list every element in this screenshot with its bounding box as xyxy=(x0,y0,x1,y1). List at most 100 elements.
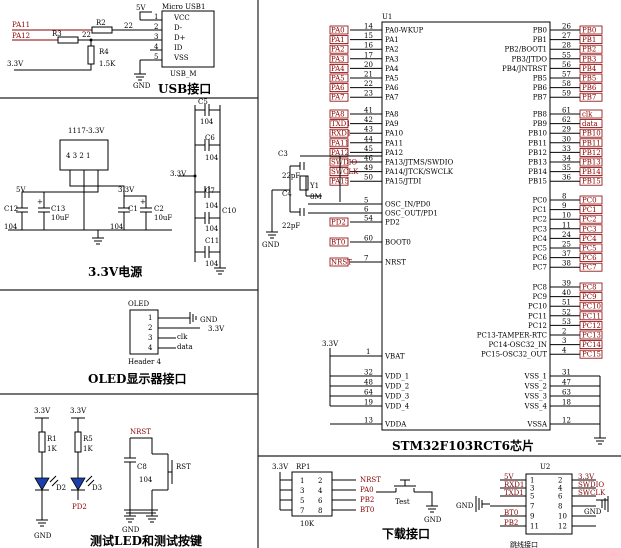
led-net-pd2: PD2 xyxy=(72,503,87,511)
mcu-pb-low-net-label: PB5 xyxy=(582,75,596,83)
mcu-pc-high-pin-number: 2 xyxy=(562,328,566,336)
rst-label: RST xyxy=(176,463,191,471)
led-title: 测试LED和测试按键 xyxy=(90,533,202,548)
r1-value: 1K xyxy=(47,445,57,453)
mcu-pa-high-net-tag xyxy=(329,138,349,148)
mcu-pc-low-net-tag xyxy=(579,253,603,263)
mcu-pc-high-net-tag xyxy=(579,349,603,359)
mcu-pb-low-pin-label: PB3/JTDO xyxy=(512,55,548,63)
mcu-pa-low-pin-number: 16 xyxy=(364,42,373,50)
mcu-pb-low-pin-number: 56 xyxy=(562,61,571,69)
mcu-pc-high-net-tag xyxy=(579,320,603,330)
mcu-pb-low-pin-number: 58 xyxy=(562,80,571,88)
mcu-pb-low-pin-label: PB7 xyxy=(533,94,547,102)
led-d3 xyxy=(70,477,86,491)
mcu-pc-high-pin-number: 52 xyxy=(562,308,571,316)
mcu-pc-low-net-label: PC0 xyxy=(582,197,597,205)
mcu-boot0-net-label: BT0 xyxy=(331,239,345,247)
mcu-pb-low-net-label: PB0 xyxy=(582,27,596,35)
u2-right-net: SWDIO xyxy=(578,481,604,489)
mcu-pc-low-net-tag xyxy=(579,195,603,205)
mcu-nrst-pin-number: 7 xyxy=(364,255,368,263)
usb-section: Micro USB1 USB_M VCC D- D+ ID VSS 1 2 3 … xyxy=(7,3,215,96)
mcu-boot0-pin-number: 60 xyxy=(364,235,373,243)
mcu-pb-low-pin-number: 55 xyxy=(562,51,571,59)
mcu-pc-low-net-tag xyxy=(579,243,603,253)
dl-net-3v3: 3.3V xyxy=(272,463,289,471)
cap-c1-val: 104 xyxy=(110,223,124,231)
mcu-pa-low-pin-number: 20 xyxy=(364,61,373,69)
cap-c10-ref: C10 xyxy=(222,207,236,215)
mcu-pb-low-net-tag xyxy=(579,64,603,73)
u2-right-number: 10 xyxy=(558,513,567,521)
power-net-3v3-a: 3.3V xyxy=(118,186,135,194)
mcu-vbat-label: VBAT xyxy=(384,353,405,361)
led-gnd-2: GND xyxy=(122,526,140,534)
mcu-pb-high-pin-number: 62 xyxy=(562,116,571,124)
r5-ref: R5 xyxy=(83,435,93,443)
power-net-3v3-b: 3.3V xyxy=(170,170,187,178)
mcu-pc-low-pin-label: PC3 xyxy=(532,225,547,233)
cap-c2-ref: C2 xyxy=(154,205,164,213)
cap-c5-val: 104 xyxy=(200,118,214,126)
oled-pin-3: 3 xyxy=(148,334,152,342)
mcu-pb-high-net-tag xyxy=(579,109,603,119)
c8-ref: C8 xyxy=(137,463,147,471)
mcu-nrst-pin-label: NRST xyxy=(385,259,406,267)
mcu-pc-low-pin-number: 24 xyxy=(562,231,571,239)
cap-c7-val: 104 xyxy=(205,202,219,210)
mcu-pc-high-net-tag xyxy=(579,340,603,350)
mcu-pd2-net: PD2 xyxy=(331,219,346,227)
mcu-pb-high-net-label: PB15 xyxy=(582,178,601,186)
mcu-pa-low-net-tag xyxy=(329,25,349,35)
u2-gnd-right: GND xyxy=(584,508,602,516)
mcu-pa-low-net-label: PA7 xyxy=(331,94,345,102)
rp1-net-pb2: PB2 xyxy=(360,496,374,504)
mcu-pc-low-pin-number: 38 xyxy=(562,260,571,268)
mcu-pa-low-net-label: PA6 xyxy=(331,84,345,92)
u2-gnd-number: 7 xyxy=(530,503,534,511)
mcu-vdd-label: VDD_3 xyxy=(384,393,409,401)
mcu-vss-label: VSSA xyxy=(526,421,548,429)
resistor-r1 xyxy=(38,431,46,453)
u2-ref: U2 xyxy=(540,463,550,471)
oled-net-3v3: 3.3V xyxy=(208,325,225,333)
mcu-pc-low-pin-number: 25 xyxy=(562,241,571,249)
rp1-pin-4: 4 xyxy=(318,487,323,495)
mcu-pb-high-pin-label: PB10 xyxy=(528,130,547,138)
mcu-pc-low-pin-label: PC1 xyxy=(532,206,547,214)
mcu-pb-high-net-label: PB11 xyxy=(582,139,601,147)
oled-pin-2: 2 xyxy=(148,324,152,332)
rp1-pin-5: 5 xyxy=(300,497,304,505)
mcu-pb-low-net-tag xyxy=(579,92,603,102)
mcu-pa-high-net-tag xyxy=(329,109,349,119)
mcu-pc-low-net-tag xyxy=(579,224,603,234)
rp1-pin-3: 3 xyxy=(300,487,304,495)
oled-net-clk: clk xyxy=(177,333,188,341)
led-net-nrst: NRST xyxy=(130,428,151,436)
mcu-pa-high-pin-label: PA14/JTCK/SWCLK xyxy=(385,168,454,176)
usb-pin-dminus: D- xyxy=(174,24,183,32)
mcu-pa-high-pin-number: 45 xyxy=(364,145,373,153)
mcu-pc-high-net-label: PC12 xyxy=(582,322,601,330)
cap-c1-ref: C1 xyxy=(128,205,138,213)
cap-c11-ref: C11 xyxy=(205,237,219,245)
mcu-pc-low-net-label: PC4 xyxy=(582,235,597,243)
download-section: RP1 3.3V 10K 1 3 5 7 2 4 6 8 NRST PA0 PB… xyxy=(272,463,609,548)
d2-ref: D2 xyxy=(56,484,66,492)
mcu-pc-high-net-tag xyxy=(579,301,603,311)
mcu-pc-low-net-tag xyxy=(579,205,603,215)
mcu-vss-label: VSS_2 xyxy=(524,383,547,391)
mcu-vss-number: 18 xyxy=(562,399,571,407)
mcu-pa-high-net-label: PA11 xyxy=(331,139,349,147)
mcu-pb-high-net-label: PB14 xyxy=(582,168,601,176)
cap-c2-val: 10uF xyxy=(154,214,172,222)
mcu-pb-high-net-label: PB13 xyxy=(582,159,601,167)
c4-ref: C4 xyxy=(282,190,292,198)
mcu-pb-low-pin-label: PB1 xyxy=(533,36,547,44)
mcu-pa-high-pin-label: PA11 xyxy=(385,139,403,147)
oled-net-gnd: GND xyxy=(200,316,218,324)
mcu-pc-high-pin-number: 51 xyxy=(562,299,571,307)
mcu-pc-high-net-label: PC15 xyxy=(582,351,601,359)
oled-net-data: data xyxy=(177,343,193,351)
